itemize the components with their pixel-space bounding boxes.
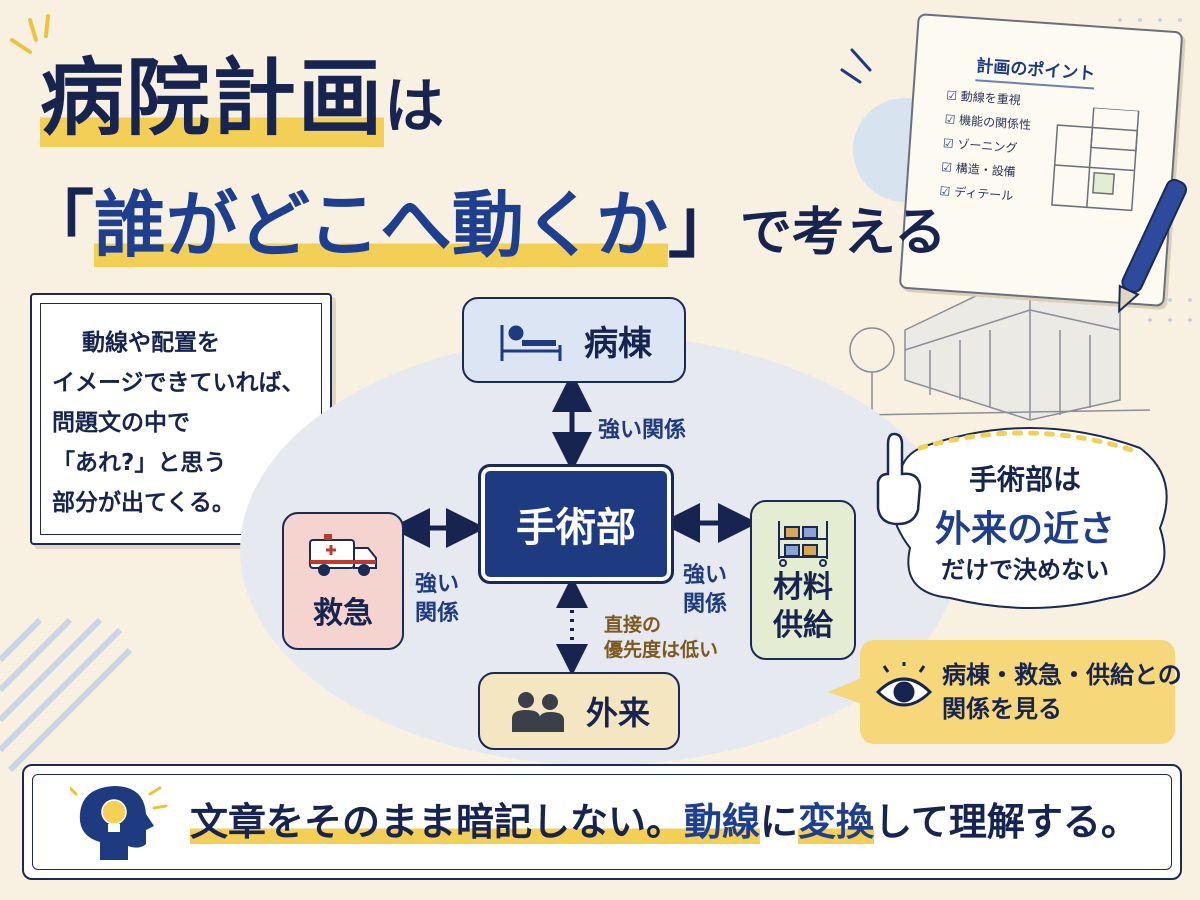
- pen-icon: [1118, 178, 1188, 314]
- emergency-node: 救急: [282, 512, 404, 650]
- bubble-line3: だけで決めない: [941, 556, 1109, 584]
- title-tail: で考える: [739, 203, 947, 263]
- key-point-bubble: 手術部は 外来の近さ だけで決めない: [895, 430, 1155, 600]
- ward-label: 病棟: [584, 323, 652, 364]
- observation-text: 病棟・救急・供給との 関係を見る: [942, 658, 1182, 726]
- summary-banner: 文章をそのまま暗記しない。動線に変換して理解する。: [22, 764, 1182, 880]
- ward-node: 病棟: [462, 297, 686, 383]
- summary-part5: して理解する。: [874, 800, 1139, 844]
- planning-notebook: 計画のポイント 動線を重視 機能の関係性 ゾーニング 構造・設備 ディテール: [898, 13, 1184, 307]
- relation-label-emergency-line1: 強い: [415, 572, 460, 597]
- ambulance-icon: [309, 534, 377, 576]
- observation-line1: 病棟・救急・供給との: [942, 661, 1182, 689]
- summary-keyword-henkan: 変換: [798, 800, 875, 844]
- materials-label-line1: 材料: [773, 570, 833, 605]
- bubble-line1: 手術部は: [968, 463, 1081, 496]
- observation-note-tail: [828, 678, 862, 704]
- card-line: 部分が出てくる。: [52, 490, 235, 516]
- card-line: 問題文の中で: [52, 410, 190, 436]
- relation-label-emergency-line2: 関係: [415, 601, 460, 626]
- relation-label-outpatient-line1: 直接の: [604, 614, 662, 636]
- materials-supply-node: 材料 供給: [750, 500, 856, 660]
- bubble-line2: 外来の近さ: [934, 509, 1115, 550]
- summary-part1: 文章をそのまま暗記しない。: [190, 800, 685, 844]
- title-bracket-open: 「: [22, 183, 95, 267]
- observation-note: 病棟・救急・供給との 関係を見る: [860, 640, 1182, 744]
- materials-label-line2: 供給: [773, 608, 833, 643]
- relation-label-materials-line2: 関係: [683, 592, 728, 617]
- page-title-line1: 病院計画は: [40, 48, 446, 157]
- page-title-line2: 「誰がどこへ動くか」で考える: [22, 175, 946, 283]
- summary-keyword-doxen: 動線: [684, 800, 761, 844]
- relation-label-materials-line1: 強い: [683, 563, 728, 588]
- head-lightbulb-icon: [70, 786, 168, 860]
- title-particle: は: [384, 72, 447, 142]
- summary-text: 文章をそのまま暗記しない。動線に変換して理解する。: [190, 791, 1139, 846]
- surgery-department-node: 手術部: [478, 464, 674, 584]
- eye-icon: [875, 662, 933, 707]
- outpatient-node: 外来: [478, 672, 680, 750]
- hospital-bed-icon: [500, 325, 562, 361]
- banner-inner-border: [32, 774, 1172, 870]
- floor-plan-sketch: [1051, 106, 1140, 212]
- people-icon: [511, 692, 564, 732]
- outpatient-label: 外来: [585, 694, 650, 732]
- card-text: 動線や配置を イメージできていれば、 問題文の中で 「あれ?」と思う 部分が出て…: [52, 323, 320, 523]
- card-line: 動線や配置を: [82, 330, 220, 356]
- supply-cart-icon: [778, 521, 828, 567]
- title-main: 病院計画: [40, 49, 385, 147]
- card-line: 「あれ?」と思う: [52, 450, 227, 476]
- relation-label-ward: 強い関係: [598, 418, 687, 443]
- relation-label-outpatient-line2: 優先度は低い: [604, 639, 719, 661]
- pointing-hand-icon: [876, 432, 922, 526]
- emergency-label: 救急: [313, 596, 373, 631]
- title-emphasis: 誰がどこへ動くか: [94, 183, 668, 267]
- summary-part3: に: [760, 800, 799, 844]
- title-bracket-close: 」: [667, 183, 740, 267]
- card-line: イメージできていれば、: [52, 370, 305, 396]
- observation-line2: 関係を見る: [942, 695, 1062, 723]
